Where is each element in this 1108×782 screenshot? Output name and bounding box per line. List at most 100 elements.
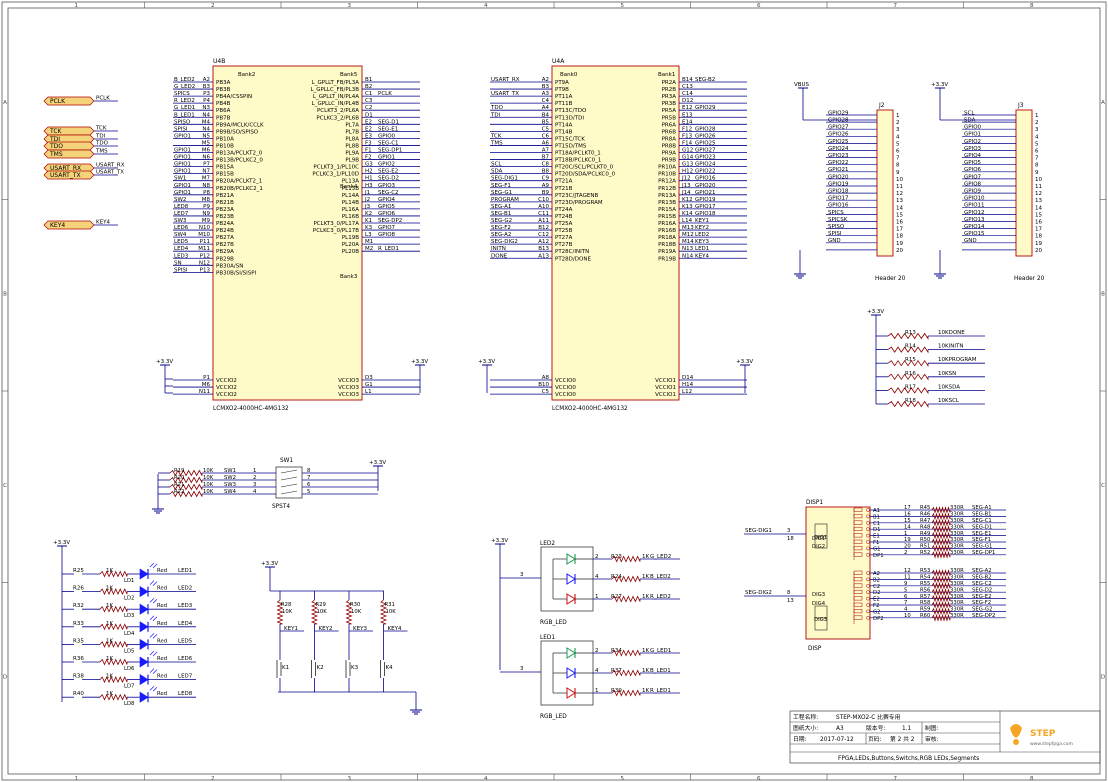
part-body [551,65,680,401]
net-label: SEG-E2 [972,594,991,600]
segment-resistor [931,544,951,553]
part-number: LCMXO2-4000HC-4MG132 [213,406,289,412]
net-label: SEG-DIG2 [491,239,518,245]
pin-name: PL8B [345,143,359,149]
pin-name: PB21A [216,193,234,199]
pin-name: VCCIO0 [555,378,576,384]
title-ver-label: 版本号: [866,724,885,732]
resistor-ref: R59 [920,607,930,613]
net-label: KEY1 [695,218,709,224]
digit-label: DIG3 [812,592,825,598]
net-label: KEY2 [319,626,333,632]
pin-number: E2 [365,126,372,132]
pin-number: 3 [253,482,256,488]
frame-col-label: 2 [211,776,215,782]
pin-number: J14 [681,190,691,196]
pin-number: C11 [538,211,549,217]
pin-number: N11 [199,389,210,395]
header-pin-number: 10 [896,177,903,183]
pin-number: 17 [904,505,911,511]
pin-name: PL13A [342,179,359,185]
pin-name: PR13B [658,200,676,206]
rgb-name: RGB_LED [540,620,567,626]
header-pin-number: 3 [896,127,900,133]
pin-number: F14 [682,140,693,146]
pin-name: PT11A [555,94,573,100]
pin-number: F12 [682,126,692,132]
resistor-value: 330R [950,607,964,613]
pin-name: VCCIO3 [338,385,359,391]
segment-name: E1 [873,534,880,540]
segment-resistor [931,569,951,577]
header-body [876,109,894,257]
pin-name: PR3B [662,101,677,107]
title-size-label: 图纸大小: [793,724,818,732]
pin-number: N13 [682,246,694,252]
pin-number: 7 [307,475,310,481]
rgb-diode [566,593,576,605]
net-label: SEG-E2 [378,169,398,175]
header-net-label: GPIO3 [964,146,982,152]
net-label: LED1 [695,246,709,252]
header-ref: J3 [1017,102,1024,109]
rgb-resistor [611,595,641,603]
pin-name: PL14B [342,200,359,206]
rgb-resistor [611,689,641,697]
led-ray [152,581,158,586]
switch-contact [280,483,298,488]
segment-pin [866,527,870,532]
header-pin-number: 18 [896,234,903,240]
resistor-value: 10KSCL [938,398,960,404]
pin-number: A9 [542,183,550,189]
pin-number: 15 [904,518,911,524]
led-resistor [99,570,128,578]
logo-text: STEP [1030,729,1056,739]
pin-name: VCCIO1 [655,392,676,398]
resistor-ref: R38 [73,674,84,680]
net-label: TCK [490,133,502,139]
led-resistor [99,605,128,613]
port-name: TCK [49,128,63,135]
net-label: KEY1 [284,626,298,632]
pullup-resistor [887,400,929,408]
supply-label: +3.3V [369,460,386,466]
title-ver: 1.1 [902,726,912,732]
led-triangle [139,586,149,598]
resistor-ref: R21 [174,482,184,488]
pin-number: 6 [904,594,908,600]
header-pin-number: 19 [1035,241,1042,247]
header-pin-number: 15 [1035,212,1042,218]
pin-name: VCCIO3 [338,378,359,384]
pin-number: N4 [202,126,210,132]
pin-number: M7 [202,176,211,182]
pullup-resistor [887,332,929,340]
digit-label: DIG4 [812,601,826,607]
header-pin-number: 8 [1035,163,1039,169]
net-label: SEG-F2 [491,225,511,231]
header-net-label: GPIO21 [828,167,849,173]
led-color: Red [157,638,167,644]
pin-name: PT21A [555,179,573,185]
segment-name: A1 [873,508,880,514]
frame-col-label: 4 [484,776,488,782]
net-label: LED5 [174,239,189,245]
resistor-value: 330R [950,581,964,587]
net-label: SEG-DIG1 [745,528,772,534]
net-label: GPIO22 [695,169,716,175]
pin-number: H2 [365,169,373,175]
pin-name: PT28D/DONE [555,256,591,262]
pin-name: PL14A [342,193,359,199]
net-label: SEG-DIG1 [491,176,518,182]
net-label: GPIO1 [174,162,191,168]
led-ray [149,580,155,585]
pin-name: PB20B/PCLKC2_1 [216,186,263,192]
header-net-label: GPIO12 [964,210,985,216]
resistor-ref: R13 [905,330,916,336]
switch-contact [280,490,298,495]
digit-label: DIG2 [812,544,825,550]
segment-pin [866,590,870,595]
segment-pin [866,514,870,519]
net-label: SW3 [174,218,187,224]
net-label: G_LED1 [650,648,671,654]
segment-pin [866,540,870,544]
